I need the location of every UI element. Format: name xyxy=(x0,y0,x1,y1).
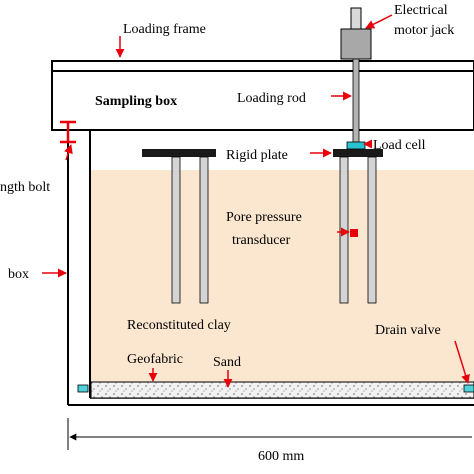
label-sampling-box: Sampling box xyxy=(95,94,177,109)
loading-frame-beam xyxy=(51,60,474,72)
label-transducer: transducer xyxy=(232,233,291,248)
loading-rod xyxy=(352,58,360,143)
label-loading-rod: Loading rod xyxy=(237,91,306,106)
length-bolt xyxy=(60,120,76,144)
label-geofabric: Geofabric xyxy=(127,352,183,367)
label-load-cell: Load cell xyxy=(373,138,426,153)
label-drain-valve: Drain valve xyxy=(375,323,441,338)
pile-right-2 xyxy=(367,156,377,304)
drain-valve-right xyxy=(463,384,474,393)
rigid-plate-left xyxy=(142,149,216,157)
pile-right-1 xyxy=(339,156,349,304)
pile-left-2 xyxy=(199,156,209,304)
label-pore-pressure: Pore pressure xyxy=(226,210,302,225)
pore-pressure-transducer xyxy=(350,229,358,237)
label-sand: Sand xyxy=(213,355,241,370)
arrow-length-bolt xyxy=(64,144,73,161)
reconstituted-clay-fill xyxy=(91,170,474,382)
electrical-motor-jack xyxy=(340,28,372,60)
arrow-motor-jack xyxy=(365,14,393,29)
label-rigid-plate: Rigid plate xyxy=(226,148,288,163)
label-reconstituted-clay: Reconstituted clay xyxy=(127,318,231,333)
load-cell xyxy=(346,141,366,150)
label-length-bolt: ngth bolt xyxy=(0,180,50,195)
label-loading-frame: Loading frame xyxy=(123,22,206,37)
arrow-drain-valve xyxy=(454,340,470,384)
label-motor-jack: motor jack xyxy=(394,23,454,38)
rigid-plate-right xyxy=(333,149,383,157)
drain-valve-left xyxy=(77,384,89,393)
pile-left-1 xyxy=(171,156,181,304)
motor-shaft-housing xyxy=(350,7,362,31)
sand-layer xyxy=(90,381,474,399)
label-dimension: 600 mm xyxy=(258,449,304,464)
sampling-box-frame xyxy=(51,70,474,131)
label-box: box xyxy=(8,267,29,282)
label-electrical: Electrical xyxy=(394,3,448,18)
